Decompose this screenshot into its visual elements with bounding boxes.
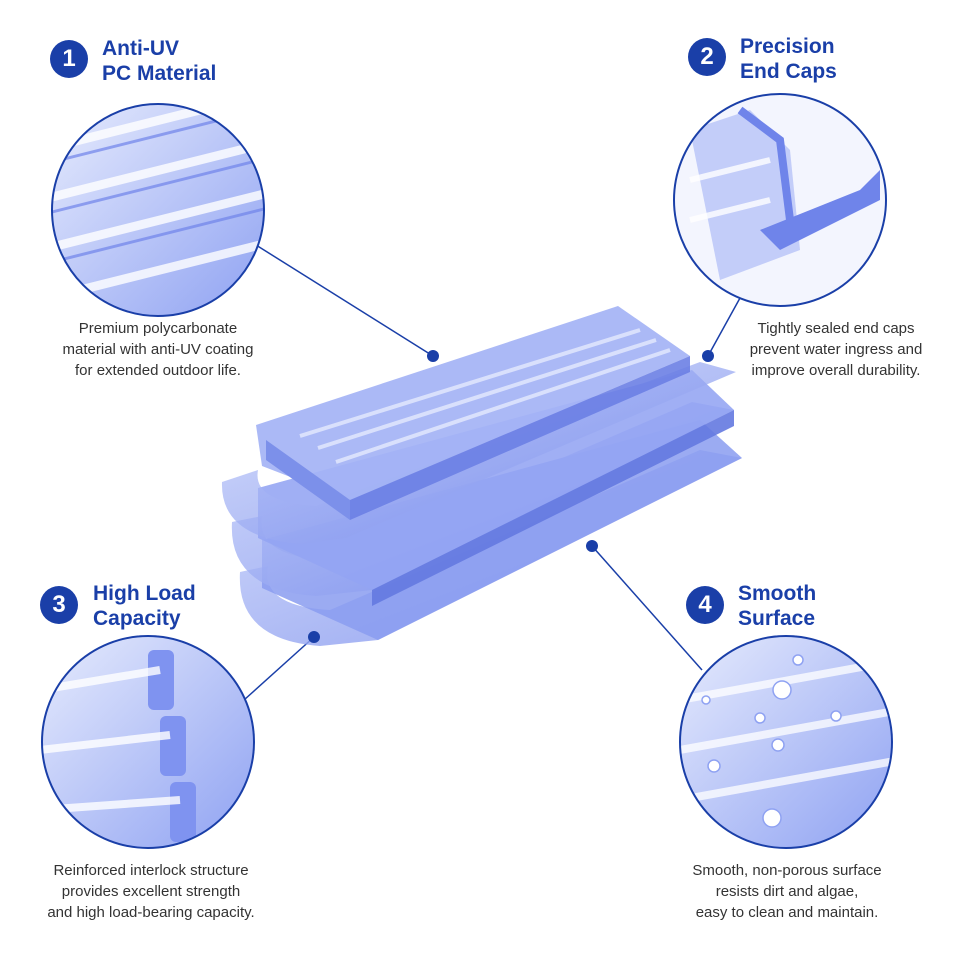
feature-2-desc-line: Tightly sealed end caps <box>757 320 915 337</box>
feature-1-desc-line: material with anti-UV coating <box>62 341 254 358</box>
detail-circle-1 <box>51 103 265 317</box>
panel-middle <box>231 370 734 596</box>
connector-line-3 <box>243 636 315 701</box>
feature-4-number-badge: 4 <box>686 586 724 624</box>
connector-line-4 <box>591 545 703 671</box>
feature-4-description: Smooth, non-porous surface resists dirt … <box>672 860 902 923</box>
connector-dot-1 <box>427 350 439 362</box>
feature-2-description: Tightly sealed end caps prevent water in… <box>716 318 956 381</box>
feature-1-desc-line: for extended outdoor life. <box>75 362 241 379</box>
feature-3-title-line-2: Capacity <box>93 607 181 630</box>
feature-3-desc-line: Reinforced interlock structure <box>53 862 249 879</box>
feature-1-number-badge: 1 <box>50 40 88 78</box>
feature-1-description: Premium polycarbonate material with anti… <box>28 318 288 381</box>
feature-2-number-badge: 2 <box>688 38 726 76</box>
feature-2-desc-line: improve overall durability. <box>751 362 921 379</box>
feature-3-desc-line: provides excellent strength <box>61 883 241 900</box>
water-droplets <box>701 654 842 828</box>
detail-circle-3 <box>41 635 255 849</box>
feature-3-desc-line: and high load-bearing capacity. <box>47 904 255 921</box>
connector-dot-4 <box>586 540 598 552</box>
product-panel-stack <box>221 306 742 646</box>
feature-3-number-badge: 3 <box>40 586 78 624</box>
feature-1-title-line-2: PC Material <box>102 62 217 85</box>
feature-1-desc-line: Premium polycarbonate <box>78 320 238 337</box>
feature-2-title-line-1: Precision <box>740 35 835 58</box>
feature-2-title-line-2: End Caps <box>740 60 837 83</box>
connector-line-2 <box>707 297 741 357</box>
connector-dot-2 <box>702 350 714 362</box>
connector-lines <box>243 244 741 701</box>
detail-circle-4 <box>679 635 893 849</box>
feature-3-title-line-1: High Load <box>93 582 196 605</box>
feature-4-title: Smooth Surface <box>738 581 816 631</box>
connector-dots <box>308 350 714 643</box>
connector-line-1 <box>255 244 434 357</box>
feature-3-description: Reinforced interlock structure provides … <box>16 860 286 923</box>
connector-dot-3 <box>308 631 320 643</box>
feature-4-desc-line: resists dirt and algae, <box>715 883 859 900</box>
feature-4-title-line-1: Smooth <box>738 582 817 605</box>
feature-3-title: High Load Capacity <box>93 581 196 631</box>
detail-circle-2 <box>673 93 887 307</box>
feature-2-desc-line: prevent water ingress and <box>749 341 923 358</box>
feature-4-title-line-2: Surface <box>738 607 816 630</box>
feature-2-title: Precision End Caps <box>740 34 837 84</box>
feature-1-title-line-1: Anti-UV <box>102 37 179 60</box>
feature-4-desc-line: easy to clean and maintain. <box>695 904 879 921</box>
feature-1-title: Anti-UV PC Material <box>102 36 216 86</box>
feature-4-desc-line: Smooth, non-porous surface <box>692 862 882 879</box>
